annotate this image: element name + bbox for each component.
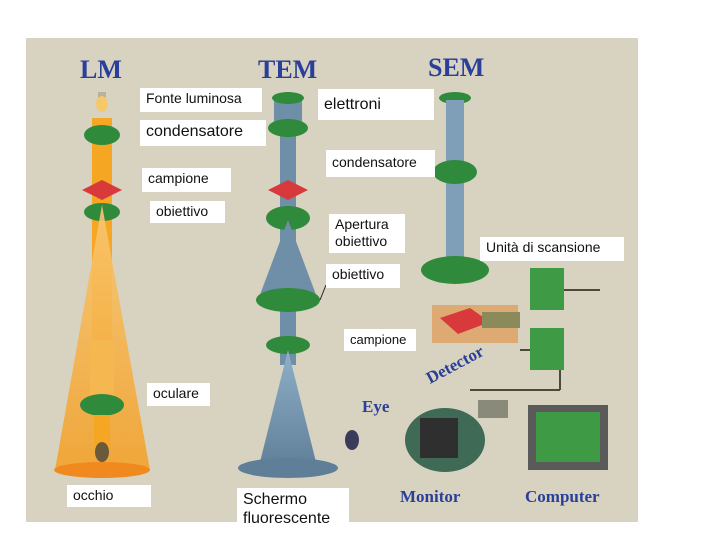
label-obiettivo-tem: obiettivo	[326, 264, 400, 288]
header-tem: TEM	[258, 55, 317, 84]
lm-column	[54, 92, 150, 478]
label-condensatore-tem: condensatore	[326, 150, 435, 177]
label-campione-lm: campione	[142, 168, 231, 192]
label-apertura-obiettivo: Apertura obiettivo	[329, 214, 405, 253]
header-lm: LM	[80, 55, 122, 84]
eye-icon	[95, 442, 109, 462]
sem-beam	[446, 100, 464, 280]
tem-cone	[258, 350, 318, 470]
tem-sample	[268, 180, 308, 200]
sem-sample	[440, 308, 490, 334]
lm-lamp	[96, 96, 108, 112]
label-fonte-luminosa: Fonte luminosa	[140, 88, 262, 112]
sem-column	[405, 92, 608, 472]
sem-detector-tube	[482, 312, 520, 328]
header-sem: SEM	[428, 53, 484, 82]
label-elettroni: elettroni	[318, 89, 434, 120]
scan-unit-box	[530, 268, 564, 310]
tem-projector-lens	[256, 288, 320, 312]
sem-objective-lens	[421, 256, 489, 284]
lm-ocular-lens	[80, 394, 124, 416]
label-occhio: occhio	[67, 485, 151, 507]
caption-monitor: Monitor	[400, 487, 461, 506]
caption-eye: Eye	[362, 397, 390, 416]
label-campione-sem: campione	[344, 329, 416, 351]
caption-computer: Computer	[525, 487, 600, 506]
label-schermo-fluorescente: Schermo fluorescente	[237, 488, 349, 536]
computer-screen	[536, 412, 600, 462]
tem-objective-lens	[266, 206, 310, 230]
lm-condenser-lens	[84, 125, 120, 145]
label-condensatore-lm: condensatore	[140, 120, 266, 146]
sem-condenser-lens	[433, 160, 477, 184]
lm-cone	[55, 205, 150, 470]
tem-eye-icon	[345, 430, 359, 450]
label-obiettivo-lm: obiettivo	[150, 201, 225, 223]
label-unita-scansione: Unità di scansione	[480, 237, 624, 261]
caption-detector: Detector	[423, 341, 487, 387]
fluorescent-screen	[238, 458, 338, 478]
tem-column	[238, 92, 359, 478]
scan-unit-box-2	[530, 328, 564, 370]
label-oculare: oculare	[147, 383, 210, 406]
tem-condenser-lens	[268, 119, 308, 137]
lm-sample	[82, 180, 122, 200]
